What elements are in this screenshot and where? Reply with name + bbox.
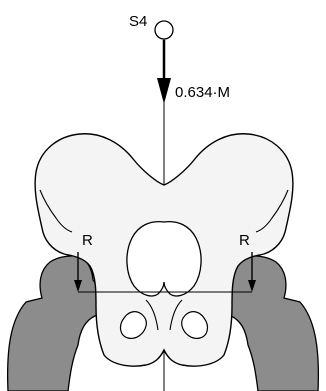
centroid-circle bbox=[155, 21, 173, 39]
load-force-label: 0.634·M bbox=[175, 84, 230, 101]
left-femur bbox=[8, 256, 102, 391]
centroid-label: S4 bbox=[129, 13, 147, 30]
left-reaction-label: R bbox=[82, 232, 93, 249]
load-arrowhead bbox=[157, 78, 171, 104]
pelvic-inlet bbox=[127, 222, 201, 296]
right-femur bbox=[224, 256, 318, 391]
right-reaction-label: R bbox=[239, 232, 250, 249]
